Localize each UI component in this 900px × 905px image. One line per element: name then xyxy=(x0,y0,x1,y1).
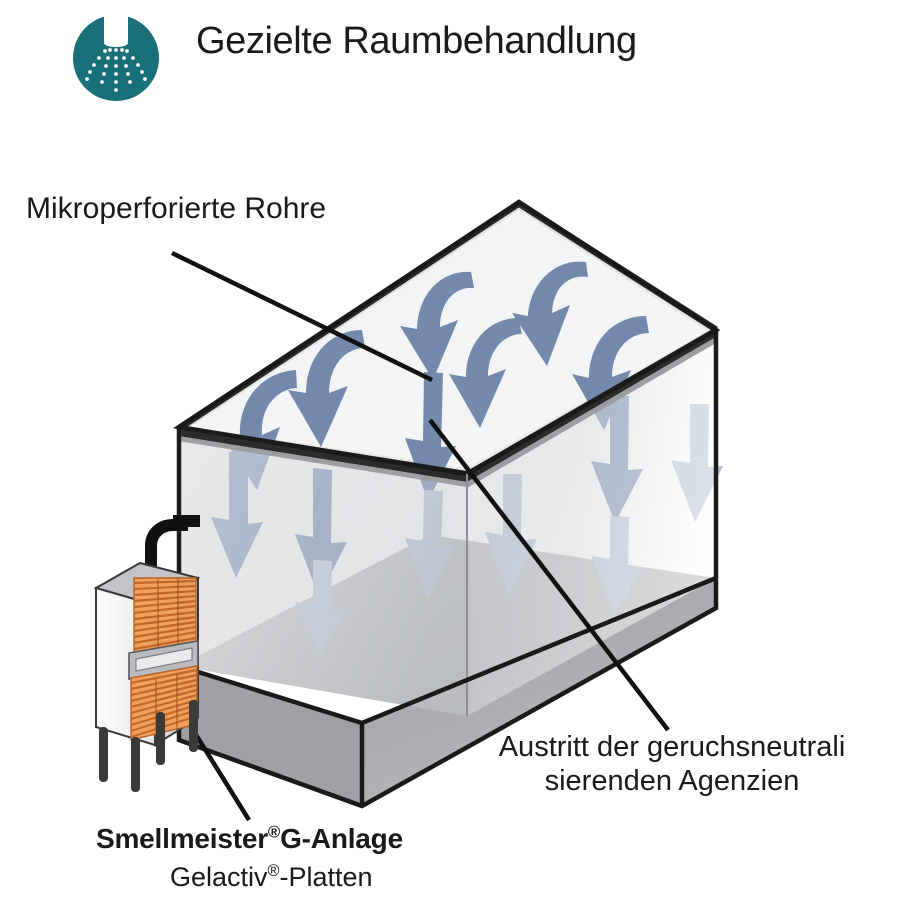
device-legs xyxy=(99,700,198,792)
registered-mark-icon: ® xyxy=(267,862,280,880)
page-title: Gezielte Raumbehandlung xyxy=(196,20,637,62)
label-mikroperforierte-rohre: Mikroperforierte Rohre xyxy=(26,192,327,225)
device-slot xyxy=(128,640,199,680)
device-name-text: Smellmeister xyxy=(96,823,268,854)
registered-mark-icon: ® xyxy=(267,822,281,842)
room-glass-front-left xyxy=(179,428,467,716)
label-gelactiv-platten: Gelactiv®-Platten xyxy=(170,862,373,893)
smellmeister-device xyxy=(93,515,201,792)
gelactiv-plates-upper xyxy=(133,577,197,653)
label-austritt-agenzien: Austritt der geruchsneutrali sierenden A… xyxy=(472,731,872,798)
room-floor-slab-left xyxy=(179,666,362,806)
airflow-arrow-curved xyxy=(512,261,588,366)
leader-line-agents xyxy=(428,418,670,732)
leader-line-pipes xyxy=(171,250,433,383)
airflow-arrow-curved xyxy=(400,271,474,380)
room-glass-front-right xyxy=(467,330,716,716)
plates-suffix-text: -Platten xyxy=(279,862,373,892)
device-pipe-horizontal xyxy=(173,515,200,527)
room-floor-slab-right xyxy=(362,578,716,806)
device-suffix-text: G-Anlage xyxy=(280,823,403,854)
label-smellmeister-anlage: Smellmeister®G-Anlage xyxy=(96,823,403,855)
label-agents-line1: Austritt der geruchsneutrali xyxy=(498,731,846,763)
plates-name-text: Gelactiv xyxy=(170,862,268,892)
airflow-arrow-curved xyxy=(449,318,522,428)
gelactiv-plates-lower xyxy=(130,665,198,741)
device-pipe xyxy=(145,519,188,600)
spray-nozzle-icon xyxy=(73,15,159,101)
airflow-arrow-curved xyxy=(288,330,365,447)
label-agents-line2: sierenden Agenzien xyxy=(544,764,800,797)
